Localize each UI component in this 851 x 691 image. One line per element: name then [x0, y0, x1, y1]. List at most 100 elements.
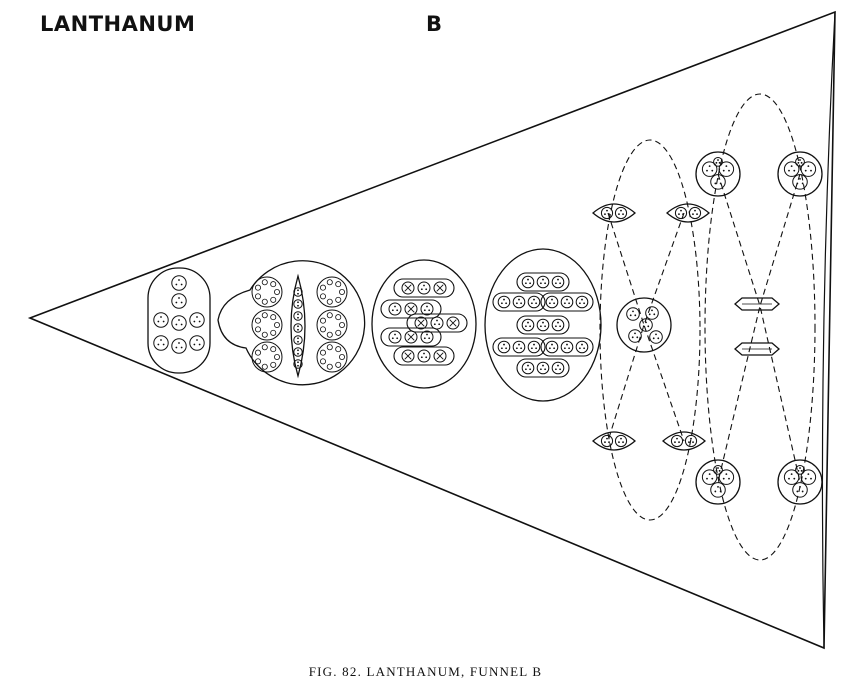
atom-dot — [608, 213, 610, 216]
atom-circle — [551, 275, 565, 289]
orbit-left — [599, 139, 701, 521]
atom-dot — [425, 288, 428, 291]
atom-dot — [554, 282, 557, 285]
atom-dot — [559, 368, 562, 371]
atom-circle — [512, 340, 526, 354]
atom-dot — [692, 441, 694, 444]
ring-atom — [335, 296, 342, 303]
atom-dot — [581, 298, 583, 301]
atom-circle — [536, 318, 550, 332]
atom-dot — [566, 343, 568, 346]
atom-dot — [688, 441, 690, 444]
atom-circle — [783, 469, 800, 485]
atom-circle — [674, 206, 688, 220]
atom-dot — [645, 321, 647, 324]
atom-circle — [512, 295, 526, 309]
atom-circle — [560, 340, 574, 354]
atom-dot — [715, 469, 718, 472]
atom-circle — [718, 469, 735, 485]
atom-dot — [162, 343, 165, 346]
atom-circle — [417, 349, 431, 363]
atom-circle — [600, 206, 614, 220]
ring-atom — [254, 326, 261, 333]
ring — [316, 276, 348, 308]
rod — [734, 342, 780, 356]
atom-dot — [717, 467, 719, 469]
atom-circle — [497, 340, 511, 354]
atom-dot — [420, 356, 423, 359]
ring-atom — [261, 331, 268, 338]
atom-group — [695, 151, 741, 197]
atom-cross — [436, 352, 444, 360]
atom-dot — [524, 325, 527, 328]
atom-dot — [804, 477, 807, 480]
ring-atom — [326, 279, 333, 286]
ring-atom — [326, 331, 333, 338]
atom-dot — [518, 343, 520, 346]
atom-dot — [563, 302, 566, 305]
atom-circle — [688, 206, 702, 220]
atom-dot — [634, 332, 636, 335]
atom-dot — [620, 209, 622, 212]
atom-dot — [648, 313, 651, 316]
capsule — [666, 203, 710, 223]
ring-atom — [326, 298, 333, 305]
atom-dot — [719, 490, 722, 493]
atom-circle — [527, 340, 541, 354]
atom-dot — [539, 368, 542, 371]
atom-dot — [438, 323, 441, 326]
ring — [251, 341, 283, 373]
atom-dot — [297, 313, 299, 316]
atom-dot — [391, 337, 394, 340]
atom-circle — [446, 316, 460, 330]
atom-dot — [674, 441, 676, 444]
ring-atom — [261, 363, 268, 370]
atom-dot — [198, 320, 201, 323]
atom-circle — [293, 299, 303, 309]
funnel-outline — [27, 10, 836, 650]
atom-circle — [420, 330, 434, 344]
atom-dot — [606, 437, 608, 440]
atom-cross — [404, 284, 412, 292]
atom-dot — [694, 209, 696, 212]
atom-dot — [634, 314, 637, 317]
atom-circle — [521, 361, 535, 375]
atom-dot — [175, 283, 178, 286]
ring-atom — [319, 293, 326, 300]
atom-circle — [293, 347, 303, 357]
atom-dot — [160, 339, 162, 341]
atom-dot — [423, 309, 426, 312]
atom-group — [777, 151, 823, 197]
atom-dot — [718, 469, 721, 472]
ring-atom — [319, 317, 326, 324]
atom-dot — [554, 368, 557, 371]
atom-circle — [800, 161, 817, 177]
ring-atom — [335, 314, 342, 321]
atom-cross — [407, 333, 415, 341]
funnel-label: B — [426, 12, 443, 36]
capsule — [662, 431, 706, 451]
atom-dot — [544, 282, 547, 285]
ring-atom — [273, 288, 280, 295]
ring-atom — [335, 329, 342, 336]
atom-dot — [717, 485, 719, 488]
ring-atom — [261, 279, 268, 286]
atom-dot — [426, 333, 428, 336]
atom-circle — [670, 434, 684, 448]
atom-dot — [297, 349, 299, 352]
atom-dot — [180, 301, 183, 304]
atom-dot — [180, 283, 183, 286]
atom-dot — [175, 301, 178, 304]
atom-dot — [557, 278, 559, 281]
atom-cross — [417, 319, 425, 327]
funnel-bodies — [147, 248, 602, 402]
atom-dot — [423, 352, 425, 355]
atom-dot — [810, 169, 812, 172]
atom-circle — [614, 206, 628, 220]
atom-dot — [520, 347, 523, 350]
atom-dot — [557, 364, 559, 367]
atom-circle — [388, 302, 402, 316]
atom-circle — [783, 161, 800, 177]
atom-dot — [548, 347, 551, 350]
